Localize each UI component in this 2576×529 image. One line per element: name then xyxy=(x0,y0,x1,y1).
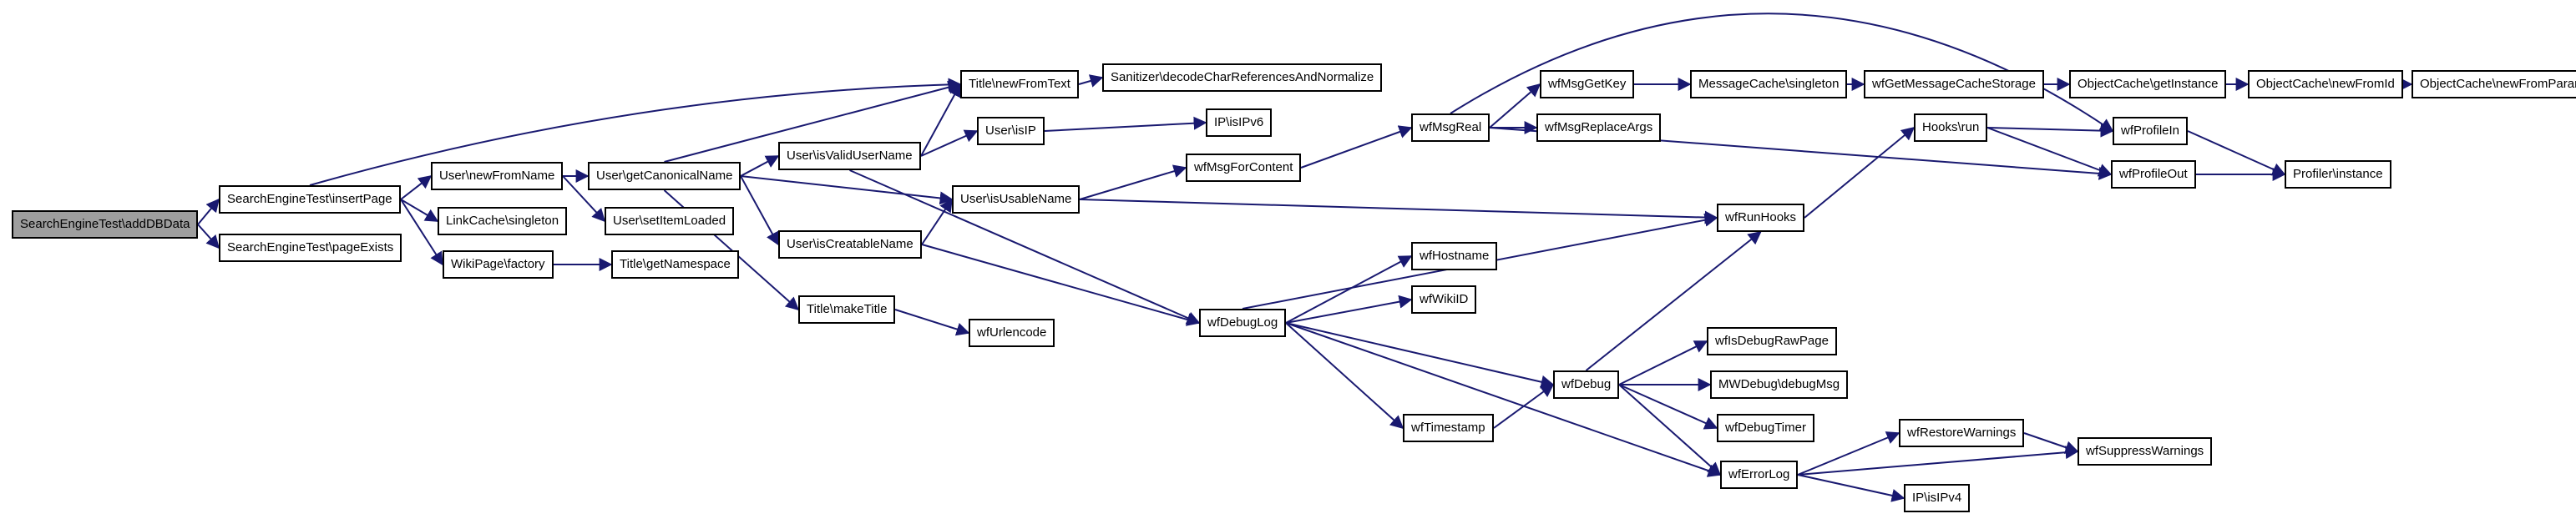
edge-restoreWarnings-to-suppressWarnings xyxy=(2023,432,2079,454)
edge-isCreatableName-to-debugLog xyxy=(921,244,1201,326)
graph-node-mwDebugMsg[interactable]: MWDebug\debugMsg xyxy=(1710,370,1849,399)
edge-msgForContent-to-msgReal xyxy=(1300,125,1413,169)
graph-node-isUsableName[interactable]: User\isUsableName xyxy=(952,185,1081,214)
edge-debugLog-to-wikiID xyxy=(1285,295,1413,324)
graph-node-urlencode[interactable]: wfUrlencode xyxy=(969,319,1055,347)
graph-node-msgForContent[interactable]: wfMsgForContent xyxy=(1186,154,1302,182)
edge-isUsableName-to-msgForContent xyxy=(1079,164,1187,200)
graph-node-timestamp[interactable]: wfTimestamp xyxy=(1403,414,1494,442)
graph-node-isValidUserName[interactable]: User\isValidUserName xyxy=(778,142,921,170)
edge-addDBData-to-insertPage xyxy=(197,198,220,225)
edge-profileIn-to-profilerInstance xyxy=(2187,130,2286,176)
edge-timestamp-to-debug xyxy=(1493,384,1555,429)
graph-node-sanitizer[interactable]: Sanitizer\decodeCharReferencesAndNormali… xyxy=(1102,63,1383,92)
edge-hooksRun-to-profileOut xyxy=(1986,127,2113,177)
graph-node-msgGetKey[interactable]: wfMsgGetKey xyxy=(1540,70,1635,98)
graph-node-messageCacheSingleton[interactable]: MessageCache\singleton xyxy=(1690,70,1848,98)
edge-runHooks-to-hooksRun xyxy=(1804,126,1916,219)
edge-addDBData-to-pageExists xyxy=(197,224,220,249)
graph-node-suppressWarnings[interactable]: wfSuppressWarnings xyxy=(2078,437,2213,466)
graph-node-objectCacheNewFromId[interactable]: ObjectCache\newFromId xyxy=(2248,70,2403,98)
graph-node-userNewFromName[interactable]: User\newFromName xyxy=(431,162,564,190)
edge-debug-to-isDebugRawPage xyxy=(1618,340,1708,385)
graph-node-profileIn[interactable]: wfProfileIn xyxy=(2113,117,2189,145)
edge-hooksRun-to-profileIn xyxy=(1986,123,2114,138)
graph-node-hostname[interactable]: wfHostname xyxy=(1411,242,1498,270)
graph-node-setItemLoaded[interactable]: User\setItemLoaded xyxy=(605,207,735,235)
graph-node-pageExists[interactable]: SearchEngineTest\pageExists xyxy=(219,234,402,262)
edge-errorLog-to-suppressWarnings xyxy=(1797,446,2079,476)
graph-node-getCanonicalName[interactable]: User\getCanonicalName xyxy=(588,162,741,190)
edge-newFromText-to-sanitizer xyxy=(1078,74,1104,88)
graph-node-debugLog[interactable]: wfDebugLog xyxy=(1199,309,1287,337)
edge-errorLog-to-isIPv4 xyxy=(1797,474,1905,502)
edge-debug-to-debugTimer xyxy=(1618,384,1718,430)
graph-node-objectCacheNewFromParams[interactable]: ObjectCache\newFromParams xyxy=(2412,70,2576,98)
graph-node-objectCacheGetInstance[interactable]: ObjectCache\getInstance xyxy=(2069,70,2227,98)
edge-debug-to-errorLog xyxy=(1618,384,1722,476)
edge-insertPage-to-linkCacheSingleton xyxy=(400,199,439,222)
graph-node-isIPv4[interactable]: IP\isIPv4 xyxy=(1904,484,1971,512)
graph-node-wikiID[interactable]: wfWikiID xyxy=(1411,285,1477,314)
graph-node-makeTitle[interactable]: Title\makeTitle xyxy=(798,295,896,324)
edge-insertPage-to-userNewFromName xyxy=(400,175,433,200)
graph-node-errorLog[interactable]: wfErrorLog xyxy=(1720,461,1799,489)
graph-node-msgReplaceArgs[interactable]: wfMsgReplaceArgs xyxy=(1536,113,1662,142)
edge-makeTitle-to-urlencode xyxy=(894,309,970,336)
graph-node-wikiPageFactory[interactable]: WikiPage\factory xyxy=(443,250,554,279)
edge-debugLog-to-debug xyxy=(1285,322,1555,389)
graph-node-debug[interactable]: wfDebug xyxy=(1553,370,1620,399)
graph-node-isCreatableName[interactable]: User\isCreatableName xyxy=(778,230,922,259)
graph-node-restoreWarnings[interactable]: wfRestoreWarnings xyxy=(1899,419,2025,447)
edge-msgReal-to-msgGetKey xyxy=(1489,83,1541,128)
graph-node-getNamespace[interactable]: Title\getNamespace xyxy=(611,250,739,279)
edge-isValidUserName-to-isIP xyxy=(920,129,979,157)
graph-node-linkCacheSingleton[interactable]: LinkCache\singleton xyxy=(438,207,568,235)
graph-node-addDBData: SearchEngineTest\addDBData xyxy=(12,210,199,239)
edge-isIP-to-isIPv6 xyxy=(1044,116,1207,132)
graph-node-debugTimer[interactable]: wfDebugTimer xyxy=(1717,414,1814,442)
graph-node-isDebugRawPage[interactable]: wfIsDebugRawPage xyxy=(1707,327,1837,355)
edge-isValidUserName-to-newFromText xyxy=(920,83,961,157)
graph-node-isIPv6[interactable]: IP\isIPv6 xyxy=(1206,108,1273,137)
edge-isUsableName-to-runHooks xyxy=(1079,199,1718,224)
graph-node-msgReal[interactable]: wfMsgReal xyxy=(1411,113,1490,142)
graph-node-profileOut[interactable]: wfProfileOut xyxy=(2111,160,2196,189)
graph-node-getMessageCacheStorage[interactable]: wfGetMessageCacheStorage xyxy=(1864,70,2044,98)
edge-debugLog-to-hostname xyxy=(1285,255,1413,324)
edge-debugLog-to-timestamp xyxy=(1285,322,1404,430)
graph-node-insertPage[interactable]: SearchEngineTest\insertPage xyxy=(219,185,401,214)
edge-debugLog-to-errorLog xyxy=(1285,322,1722,477)
edge-getCanonicalName-to-isUsableName xyxy=(740,175,954,205)
graph-node-isIP[interactable]: User\isIP xyxy=(977,117,1045,145)
edge-isCreatableName-to-isUsableName xyxy=(921,198,953,245)
edge-getCanonicalName-to-isCreatableName xyxy=(740,175,779,246)
edge-insertPage-to-wikiPageFactory xyxy=(400,199,443,266)
graph-node-runHooks[interactable]: wfRunHooks xyxy=(1717,204,1805,232)
edge-getCanonicalName-to-isValidUserName xyxy=(740,155,780,177)
graph-node-newFromText[interactable]: Title\newFromText xyxy=(960,70,1079,98)
graph-node-hooksRun[interactable]: Hooks\run xyxy=(1914,113,1988,142)
graph-node-profilerInstance[interactable]: Profiler\instance xyxy=(2285,160,2391,189)
